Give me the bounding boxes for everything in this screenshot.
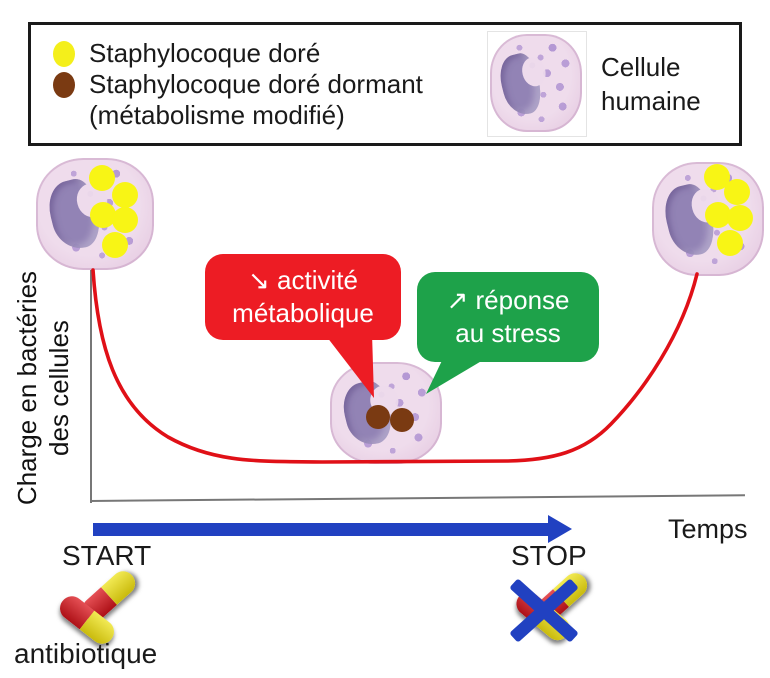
staph-yellow-dot: [724, 179, 750, 205]
infected-cell-start: [36, 158, 154, 270]
infected-cell-dormant: [330, 362, 442, 464]
red-bubble-line2: métabolique: [232, 298, 374, 328]
staph-yellow-dot: [90, 202, 116, 228]
infected-cell-after-stop: [652, 162, 764, 276]
legend-label-staph: Staphylocoque doré: [89, 37, 321, 68]
staph-yellow-dot: [112, 182, 138, 208]
legend-items: Staphylocoque doré Staphylocoque doré do…: [31, 38, 487, 131]
x-axis-label: Temps: [668, 514, 748, 544]
staph-yellow-dot: [705, 202, 731, 228]
cell-image: [490, 34, 582, 132]
staph-dormant-dot: [390, 408, 414, 432]
red-bubble-line1: ↘ activité: [248, 265, 358, 295]
green-annotation-bubble: ↗ réponse au stress: [417, 272, 599, 362]
staph-dormant-dot: [366, 405, 390, 429]
legend-label-dormant-line1: Staphylocoque doré dormant: [89, 68, 423, 99]
x-axis-line: [89, 494, 745, 502]
human-cell-illustration: [487, 31, 587, 137]
stop-label: STOP: [511, 540, 587, 571]
green-bubble-line2: au stress: [455, 318, 561, 348]
staph-yellow-dot: [717, 230, 743, 256]
legend-box: Staphylocoque doré Staphylocoque doré do…: [28, 22, 742, 146]
staph-yellow-dot: [89, 165, 115, 191]
legend-label-dormant: Staphylocoque doré dormant (métabolisme …: [89, 69, 423, 131]
y-axis-label: Charge en bactéries des cellules: [12, 270, 74, 506]
time-arrow-head-icon: [548, 515, 572, 543]
legend-item-dormant: Staphylocoque doré dormant (métabolisme …: [47, 69, 487, 131]
y-axis-line: [90, 263, 92, 503]
no-antibiotic-cross-icon: [508, 576, 580, 644]
time-arrow-shaft: [93, 523, 548, 536]
brown-bacterium-icon: [53, 71, 75, 98]
legend-label-dormant-line2: (métabolisme modifié): [89, 99, 345, 130]
legend-item-staph: Staphylocoque doré: [47, 38, 487, 69]
red-annotation-bubble: ↘ activité métabolique: [205, 254, 401, 340]
start-label: START: [62, 540, 152, 571]
green-bubble-line1: ↗ réponse: [446, 285, 570, 315]
legend-cell-label: Cellule humaine: [601, 52, 701, 116]
staph-yellow-dot: [727, 205, 753, 231]
staph-yellow-dot: [112, 207, 138, 233]
staph-yellow-dot: [102, 232, 128, 258]
yellow-bacterium-icon: [53, 40, 75, 67]
legend-human-cell: Cellule humaine: [487, 31, 701, 137]
antibiotic-label: antibiotique: [14, 638, 158, 669]
